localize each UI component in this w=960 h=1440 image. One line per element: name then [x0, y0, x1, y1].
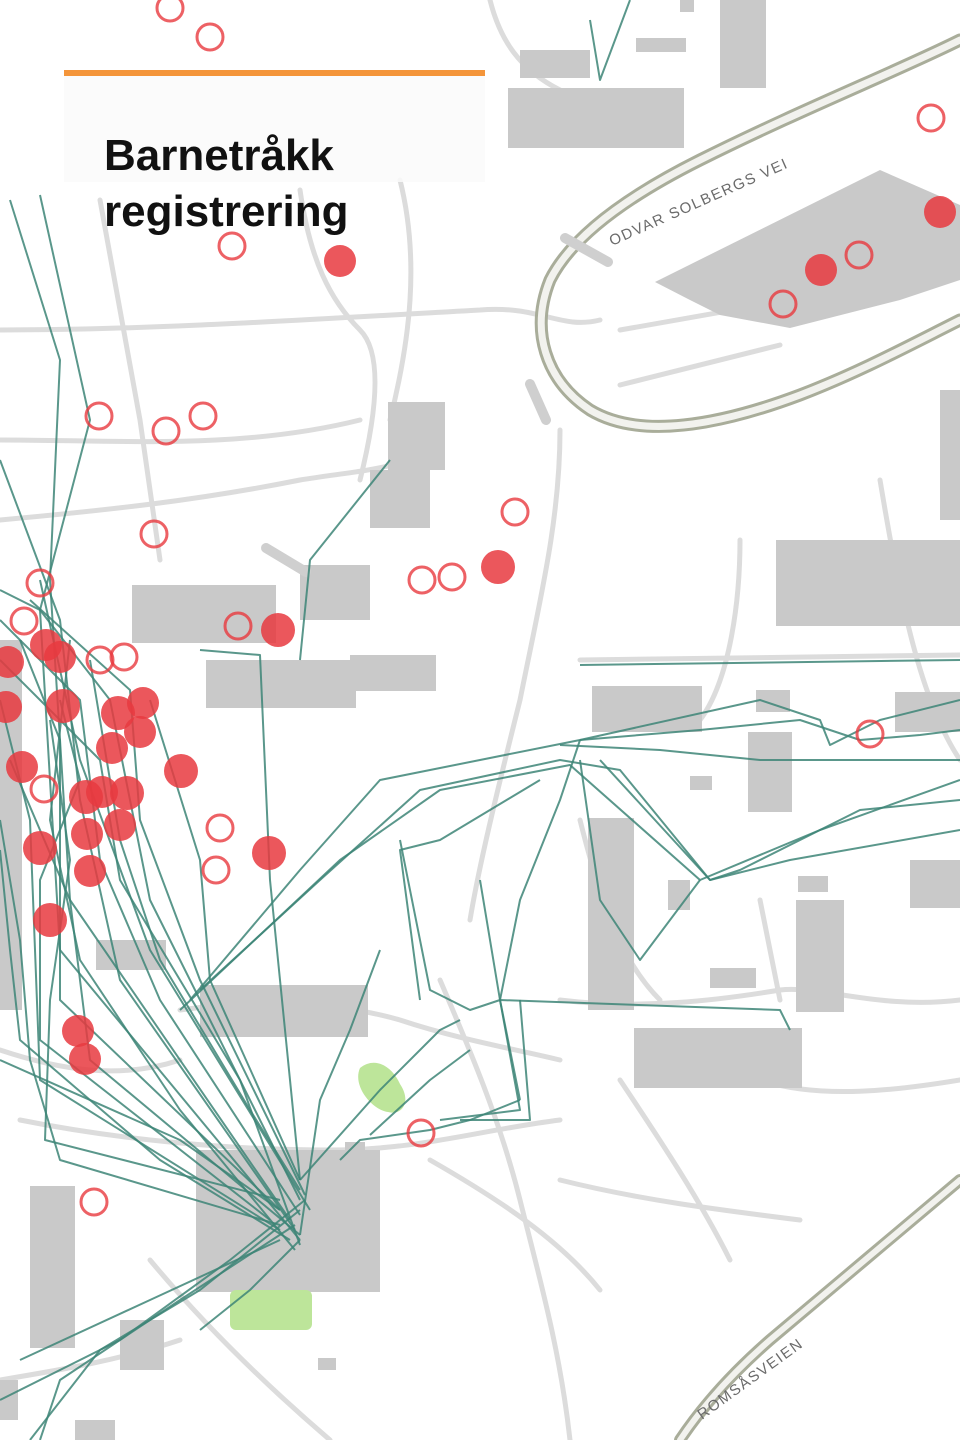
filled-marker[interactable] — [69, 1043, 101, 1075]
filled-marker[interactable] — [96, 732, 128, 764]
road-label-romsasveien: ROMSÅSVEIEN — [694, 1335, 806, 1423]
filled-marker[interactable] — [101, 696, 135, 730]
hollow-marker[interactable] — [407, 565, 437, 595]
hollow-marker[interactable] — [151, 416, 181, 446]
filled-markers[interactable] — [0, 196, 956, 1075]
filled-marker[interactable] — [46, 689, 80, 723]
filled-marker[interactable] — [0, 646, 24, 678]
filled-marker[interactable] — [86, 776, 118, 808]
hollow-marker[interactable] — [437, 562, 467, 592]
hollow-marker[interactable] — [79, 1187, 109, 1217]
hollow-marker[interactable] — [500, 497, 530, 527]
hollow-marker[interactable] — [406, 1118, 436, 1148]
hollow-marker[interactable] — [916, 103, 946, 133]
hollow-marker[interactable] — [109, 642, 139, 672]
hollow-marker[interactable] — [84, 401, 114, 431]
main-roads — [534, 33, 960, 1440]
filled-marker[interactable] — [924, 196, 956, 228]
hollow-marker[interactable] — [29, 774, 59, 804]
hollow-marker[interactable] — [855, 719, 885, 749]
filled-marker[interactable] — [74, 855, 106, 887]
filled-marker[interactable] — [261, 613, 295, 647]
filled-marker[interactable] — [164, 754, 198, 788]
hollow-marker[interactable] — [9, 606, 39, 636]
filled-marker[interactable] — [44, 641, 76, 673]
filled-marker[interactable] — [62, 1015, 94, 1047]
filled-marker[interactable] — [324, 245, 356, 277]
filled-marker[interactable] — [33, 903, 67, 937]
filled-marker[interactable] — [252, 836, 286, 870]
filled-marker[interactable] — [6, 751, 38, 783]
hollow-marker[interactable] — [768, 289, 798, 319]
filled-marker[interactable] — [481, 550, 515, 584]
filled-marker[interactable] — [0, 691, 22, 723]
hollow-marker[interactable] — [205, 813, 235, 843]
filled-marker[interactable] — [71, 818, 103, 850]
filled-marker[interactable] — [127, 687, 159, 719]
hollow-marker[interactable] — [217, 231, 247, 261]
hollow-markers[interactable] — [9, 0, 946, 1217]
hollow-marker[interactable] — [223, 611, 253, 641]
hollow-marker[interactable] — [85, 645, 115, 675]
hollow-marker[interactable] — [188, 401, 218, 431]
hollow-marker[interactable] — [25, 568, 55, 598]
filled-marker[interactable] — [104, 809, 136, 841]
accent-bar — [64, 70, 485, 76]
bridges — [261, 233, 613, 577]
filled-marker[interactable] — [805, 254, 837, 286]
hollow-marker[interactable] — [201, 855, 231, 885]
filled-marker[interactable] — [124, 716, 156, 748]
title-panel: Barnetråkk registrering — [64, 70, 485, 236]
filled-marker[interactable] — [110, 776, 144, 810]
hollow-marker[interactable] — [155, 0, 185, 23]
page-title: Barnetråkk registrering — [104, 131, 349, 236]
hollow-marker[interactable] — [844, 240, 874, 270]
hollow-marker[interactable] — [195, 22, 225, 52]
filled-marker[interactable] — [23, 831, 57, 865]
hollow-marker[interactable] — [139, 519, 169, 549]
